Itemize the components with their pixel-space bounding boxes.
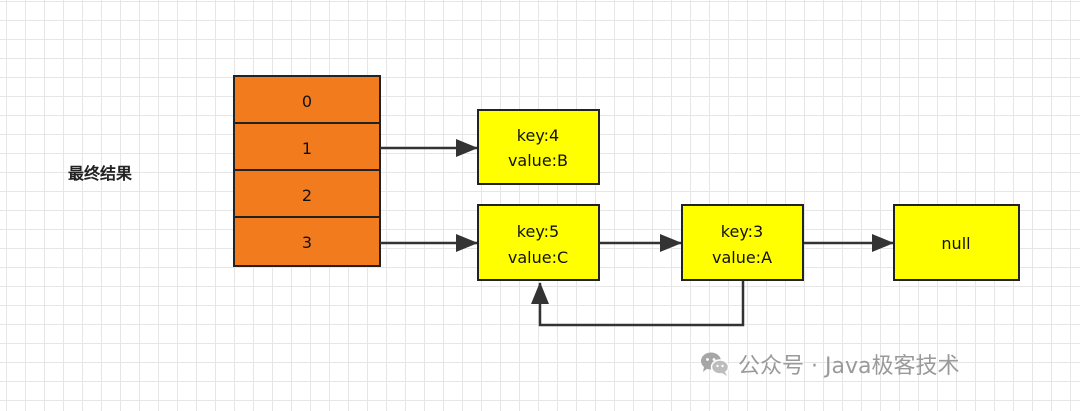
arrow-node-a-back-to-node-c: [531, 280, 745, 327]
watermark: 公众号 · Java极客技术: [700, 346, 959, 382]
bucket-index: 1: [302, 139, 312, 158]
bucket-0: 0: [233, 75, 381, 124]
bucket-array: 0 1 2 3: [233, 75, 381, 267]
node-key: key:3: [721, 222, 763, 241]
node-key5: key:5 value:C: [477, 204, 600, 281]
node-key3: key:3 value:A: [681, 204, 804, 281]
node-null-text: null: [941, 234, 970, 253]
bucket-1: 1: [233, 122, 381, 171]
node-key4: key:4 value:B: [477, 109, 600, 185]
bucket-2: 2: [233, 169, 381, 218]
bucket-index: 2: [302, 186, 312, 205]
node-key: key:5: [517, 222, 559, 241]
wechat-icon: [700, 350, 730, 378]
watermark-text: 公众号 · Java极客技术: [738, 354, 960, 379]
node-value: value:B: [508, 151, 568, 170]
bucket-index: 3: [302, 233, 312, 252]
node-value: value:C: [508, 248, 568, 267]
result-label: 最终结果: [68, 164, 133, 183]
node-value: value:A: [712, 248, 772, 267]
bucket-index: 0: [302, 92, 312, 111]
bucket-3: 3: [233, 216, 381, 267]
node-key: key:4: [517, 126, 559, 145]
node-null: null: [893, 204, 1020, 281]
